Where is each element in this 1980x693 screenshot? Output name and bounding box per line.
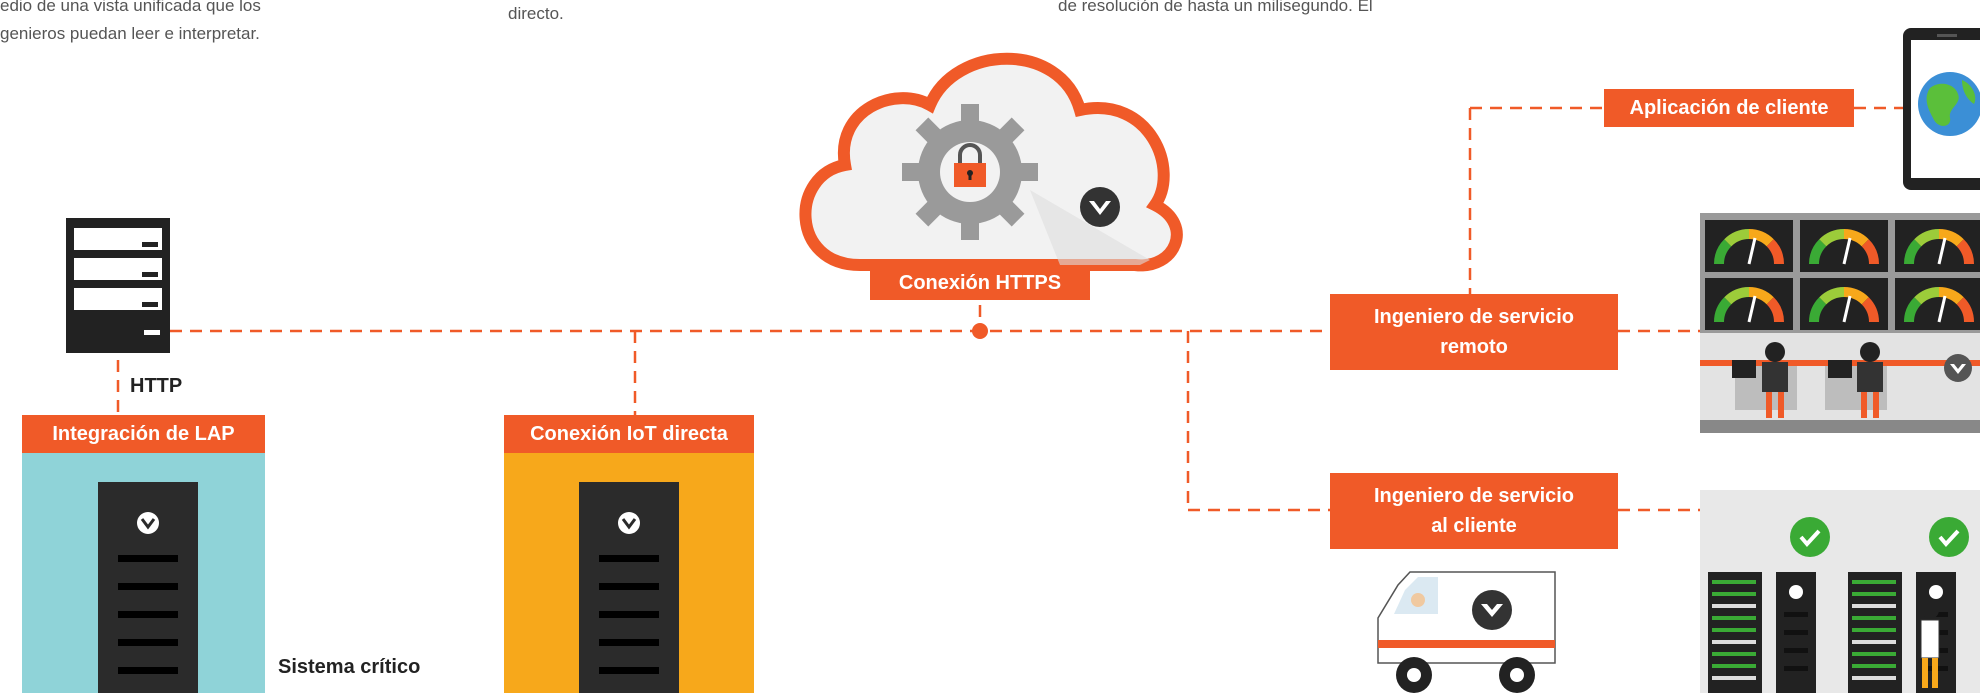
connector-lines <box>116 106 1905 512</box>
rack-led-rows <box>1712 580 1948 680</box>
vertiv-logo-icon <box>1944 354 1972 382</box>
rack-led-row <box>1712 664 1756 668</box>
rack-led-row <box>1712 628 1756 632</box>
intro-text-left: edio de una vista unificada que los geni… <box>0 0 350 48</box>
bus-junction-dot <box>972 323 988 339</box>
gauge-grid <box>1705 220 1980 330</box>
rack-slot <box>1784 648 1808 653</box>
remote-label-line2: remoto <box>1440 336 1508 358</box>
intro-text-right: de resolución de hasta un milisegundo. E… <box>1058 0 1373 20</box>
https-connection-label: Conexión HTTPS <box>870 266 1090 300</box>
rack-icon <box>579 482 679 693</box>
check-icon <box>1790 517 1830 557</box>
gauge-panel <box>1800 220 1888 272</box>
gauge-icon <box>1748 229 1774 247</box>
rack-led-row <box>1712 604 1756 608</box>
gauge-icon <box>1956 239 1974 265</box>
gauge-panel <box>1800 278 1888 330</box>
intro-left-line2: genieros puedan leer e interpretar. <box>0 24 260 43</box>
gauge-needle <box>1842 237 1852 265</box>
gauge-icon <box>1809 239 1827 265</box>
operator-icon <box>1732 342 1887 418</box>
gauge-needle <box>1937 237 1947 265</box>
rack-led-row <box>1712 676 1756 680</box>
rack-led-row <box>1712 640 1756 644</box>
rack-led-row <box>1852 676 1896 680</box>
customer-label-line1: Ingeniero de servicio <box>1373 485 1575 507</box>
remote-service-engineer-label: Ingeniero de servicio remoto <box>1330 294 1618 370</box>
van-icon <box>1377 571 1556 693</box>
gauge-icon <box>1938 287 1964 305</box>
rack-led-row <box>1852 604 1896 608</box>
iot-direct-connection-label: Conexión IoT directa <box>504 415 754 453</box>
gauge-panel <box>1705 278 1793 330</box>
gauge-icon <box>1861 297 1879 323</box>
client-application-label: Aplicación de cliente <box>1604 89 1854 127</box>
intro-left-line1: edio de una vista unificada que los <box>0 0 261 15</box>
intro-text-middle: directo. <box>508 0 564 28</box>
gauge-icon <box>1819 229 1845 247</box>
rack-slot <box>1784 666 1808 671</box>
gauge-needle <box>1937 295 1947 323</box>
gauge-icon <box>1766 239 1784 265</box>
remote-label-line1: Ingeniero de servicio <box>1373 306 1575 328</box>
lock-icon <box>954 143 986 187</box>
gauge-icon <box>1914 287 1940 305</box>
rack-led-row <box>1712 616 1756 620</box>
intro-right-line1: de resolución de hasta un milisegundo. E… <box>1058 0 1373 15</box>
gauge-needle <box>1747 295 1757 323</box>
gauge-icon <box>1724 287 1750 305</box>
rack-slot <box>1784 630 1808 635</box>
gauge-icon <box>1809 297 1827 323</box>
rack-led-row <box>1852 616 1896 620</box>
intro-middle-line1: directo. <box>508 4 564 23</box>
rack-led-row <box>1852 652 1896 656</box>
gauge-panel <box>1705 220 1793 272</box>
server-icon <box>66 218 170 353</box>
gauge-needle <box>1842 295 1852 323</box>
critical-system-label: Sistema crítico <box>278 656 421 678</box>
globe-icon <box>1918 72 1980 136</box>
rack-led-row <box>1712 652 1756 656</box>
rack-slot <box>1784 612 1808 617</box>
gauge-icon <box>1843 229 1869 247</box>
rack-led-row <box>1712 592 1756 596</box>
rack-led-row <box>1852 640 1896 644</box>
gauge-icon <box>1861 239 1879 265</box>
rack-led-row <box>1852 664 1896 668</box>
gauge-icon <box>1766 297 1784 323</box>
gauge-icon <box>1956 297 1974 323</box>
gauge-icon <box>1714 297 1732 323</box>
technician-icon <box>1920 601 1940 688</box>
gauge-icon <box>1819 287 1845 305</box>
rack-icon <box>98 482 198 693</box>
rack-led-row <box>1852 592 1896 596</box>
gauge-icon <box>1904 297 1922 323</box>
gauge-icon <box>1748 287 1774 305</box>
check-icon <box>1929 517 1969 557</box>
gauge-icon <box>1938 229 1964 247</box>
gauge-icon <box>1714 239 1732 265</box>
gauge-icon <box>1843 287 1869 305</box>
customer-label-line2: al cliente <box>1431 515 1517 537</box>
lap-integration-label: Integración de LAP <box>22 415 265 453</box>
rack-led-row <box>1852 628 1896 632</box>
gauge-needle <box>1747 237 1757 265</box>
gauge-icon <box>1914 229 1940 247</box>
customer-service-engineer-label: Ingeniero de servicio al cliente <box>1330 473 1618 549</box>
gauge-icon <box>1724 229 1750 247</box>
vertiv-logo-icon <box>1080 187 1120 227</box>
rack-led-row <box>1852 580 1896 584</box>
http-label: HTTP <box>130 375 183 397</box>
gauge-icon <box>1904 239 1922 265</box>
rack-led-row <box>1712 580 1756 584</box>
